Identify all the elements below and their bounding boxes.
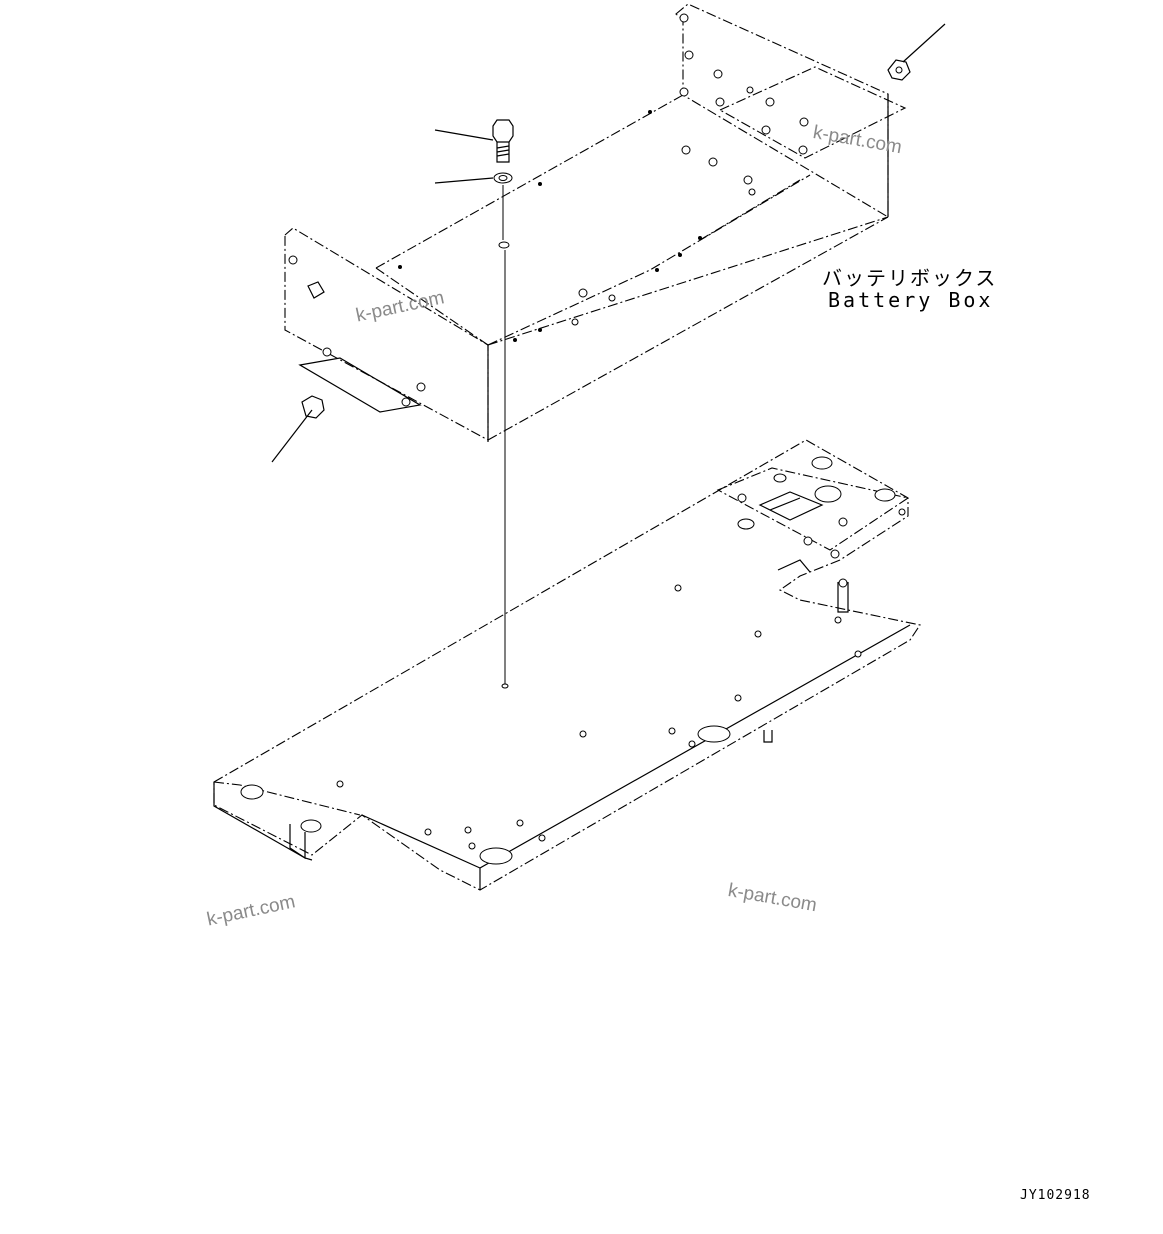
battery-box-front-side — [487, 216, 889, 346]
cap-leader-line-right — [902, 23, 946, 63]
base-plate-holes — [240, 456, 906, 865]
bolt-and-washer — [434, 119, 514, 689]
battery-box-holes — [288, 13, 809, 407]
drawing-code: JY102918 — [1020, 1188, 1091, 1203]
battery-box-right-end-plate — [675, 3, 889, 218]
battery-box-bracket — [718, 66, 907, 159]
battery-box-lower-flap — [298, 357, 422, 413]
washer-leader-line — [434, 177, 494, 184]
bolt-icon — [492, 119, 514, 143]
rubber-cap-right — [887, 23, 946, 81]
base-plate-stud — [837, 582, 849, 613]
rubber-cap-left — [271, 395, 325, 463]
rubber-cap-icon — [887, 59, 911, 81]
battery-box — [284, 3, 907, 442]
battery-box-left-end-plate — [284, 227, 489, 441]
rubber-cap-icon — [301, 395, 325, 419]
battery-box-label-english: Battery Box — [828, 288, 994, 312]
base-plate-sub-mount — [716, 467, 910, 551]
battery-box-latch — [307, 281, 325, 299]
battery-box-label-japanese: バッテリボックス — [822, 266, 998, 290]
bolt-leader-line — [434, 129, 494, 141]
base-plate — [213, 439, 921, 891]
assembly-axis-line — [502, 185, 506, 685]
base-plate-outline — [213, 439, 921, 891]
cap-leader-line-left — [271, 409, 313, 463]
